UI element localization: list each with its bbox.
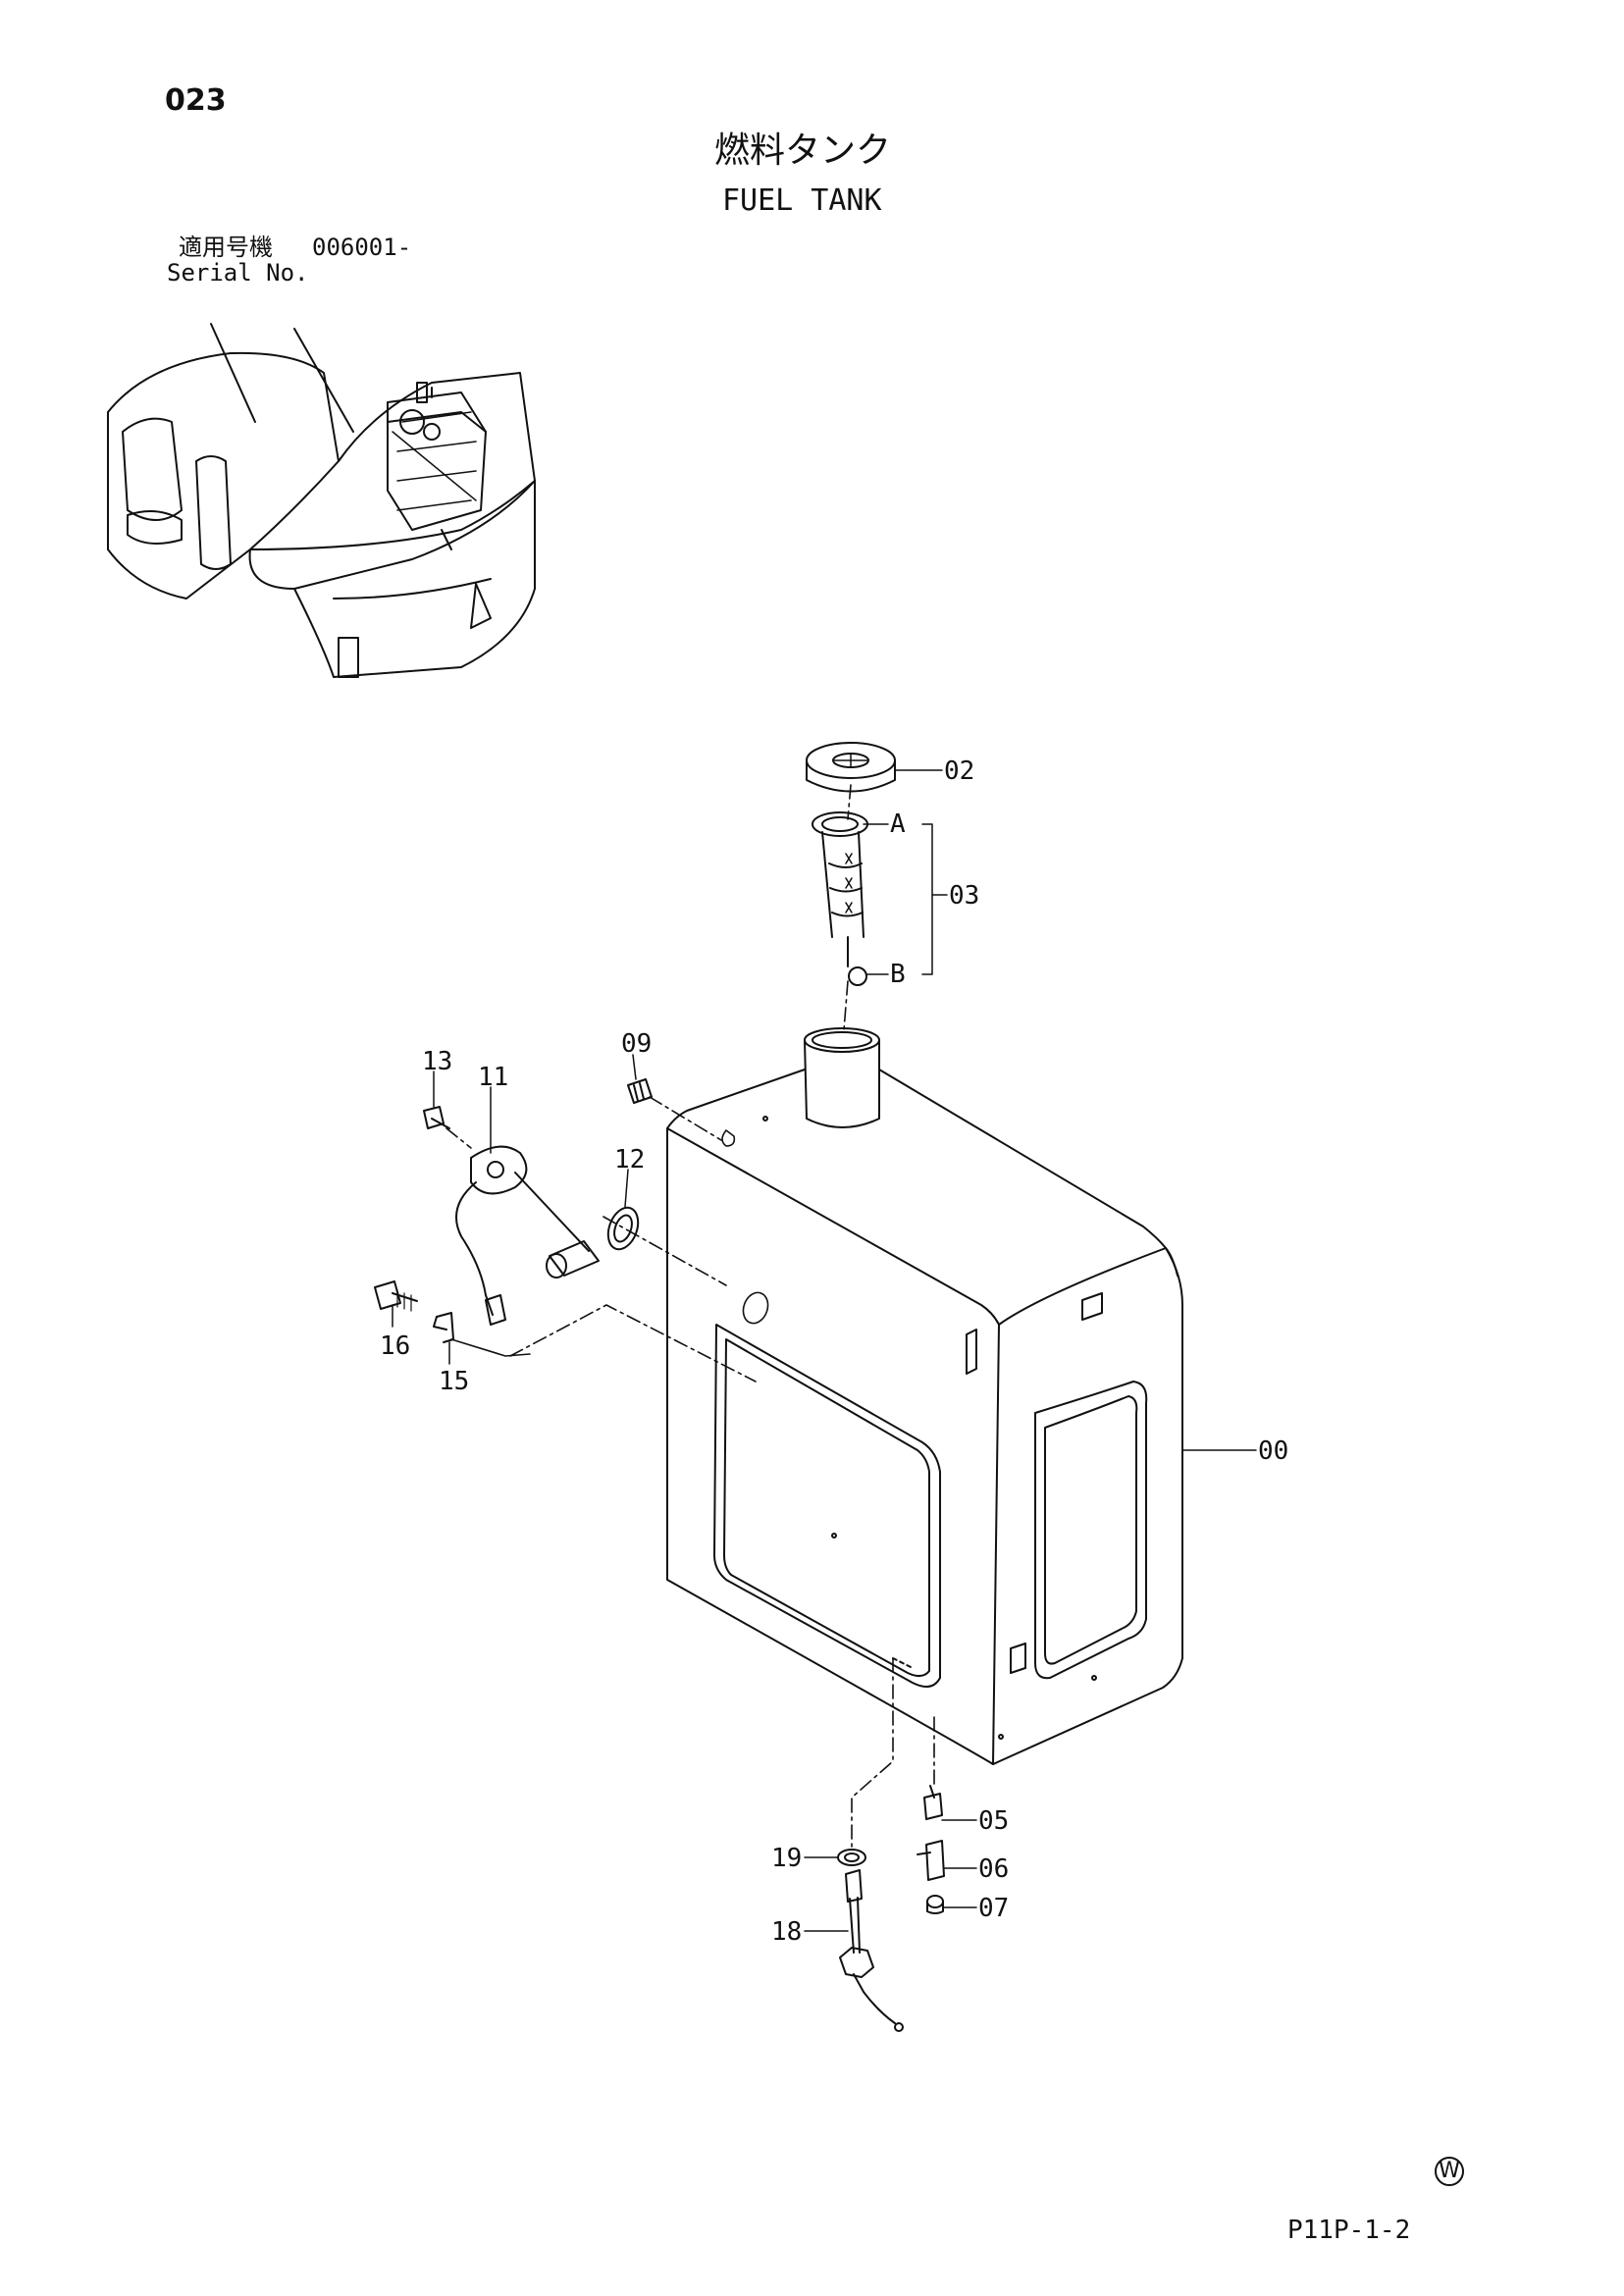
figure-code: P11P-1-2 bbox=[1287, 2216, 1411, 2245]
assembly-lines bbox=[445, 784, 935, 1848]
callout-13: 13 bbox=[422, 1047, 452, 1076]
callout-12: 12 bbox=[614, 1145, 645, 1174]
callout-detail-b: B bbox=[890, 960, 906, 989]
callout-19: 19 bbox=[771, 1844, 802, 1873]
callout-16: 16 bbox=[380, 1331, 410, 1361]
level-sender-part bbox=[455, 1145, 600, 1326]
serial-label-english: Serial No. bbox=[167, 259, 309, 287]
watermark-logo: W bbox=[1435, 2157, 1464, 2186]
serial-value: 006001- bbox=[312, 234, 412, 261]
serial-label-japanese: 適用号機 bbox=[179, 234, 273, 261]
callout-00: 00 bbox=[1258, 1436, 1288, 1466]
page-title-english: FUEL TANK bbox=[722, 183, 882, 218]
cap-07 bbox=[926, 1895, 944, 1914]
callout-18: 18 bbox=[771, 1917, 802, 1947]
callout-02: 02 bbox=[944, 757, 974, 786]
fuel-cap-part bbox=[806, 742, 896, 793]
callout-03: 03 bbox=[949, 881, 979, 911]
callout-15: 15 bbox=[439, 1367, 469, 1396]
leader-lines bbox=[392, 769, 1257, 1932]
gasket-12 bbox=[606, 1206, 640, 1251]
callout-detail-a: A bbox=[890, 809, 906, 839]
callout-07: 07 bbox=[978, 1894, 1009, 1923]
drain-cock-18 bbox=[839, 1869, 904, 2032]
bolt-16 bbox=[374, 1280, 418, 1312]
fitting-05 bbox=[923, 1785, 943, 1820]
callout-05: 05 bbox=[978, 1806, 1009, 1836]
callout-09: 09 bbox=[621, 1029, 652, 1059]
bolt-13 bbox=[423, 1106, 450, 1129]
clamp-15 bbox=[433, 1312, 454, 1343]
strainer-part bbox=[812, 811, 868, 986]
page-title-japanese: 燃料タンク bbox=[714, 130, 892, 171]
callout-11: 11 bbox=[478, 1063, 508, 1092]
fitting-06 bbox=[917, 1840, 945, 1881]
callout-06: 06 bbox=[978, 1854, 1009, 1884]
washer-19 bbox=[837, 1849, 866, 1866]
wire-connector bbox=[450, 1129, 769, 1357]
machine-overview-illustration bbox=[107, 323, 536, 678]
page-number: 023 bbox=[165, 83, 227, 118]
fuel-tank-body bbox=[666, 1027, 1183, 1765]
plug-09 bbox=[627, 1078, 653, 1104]
